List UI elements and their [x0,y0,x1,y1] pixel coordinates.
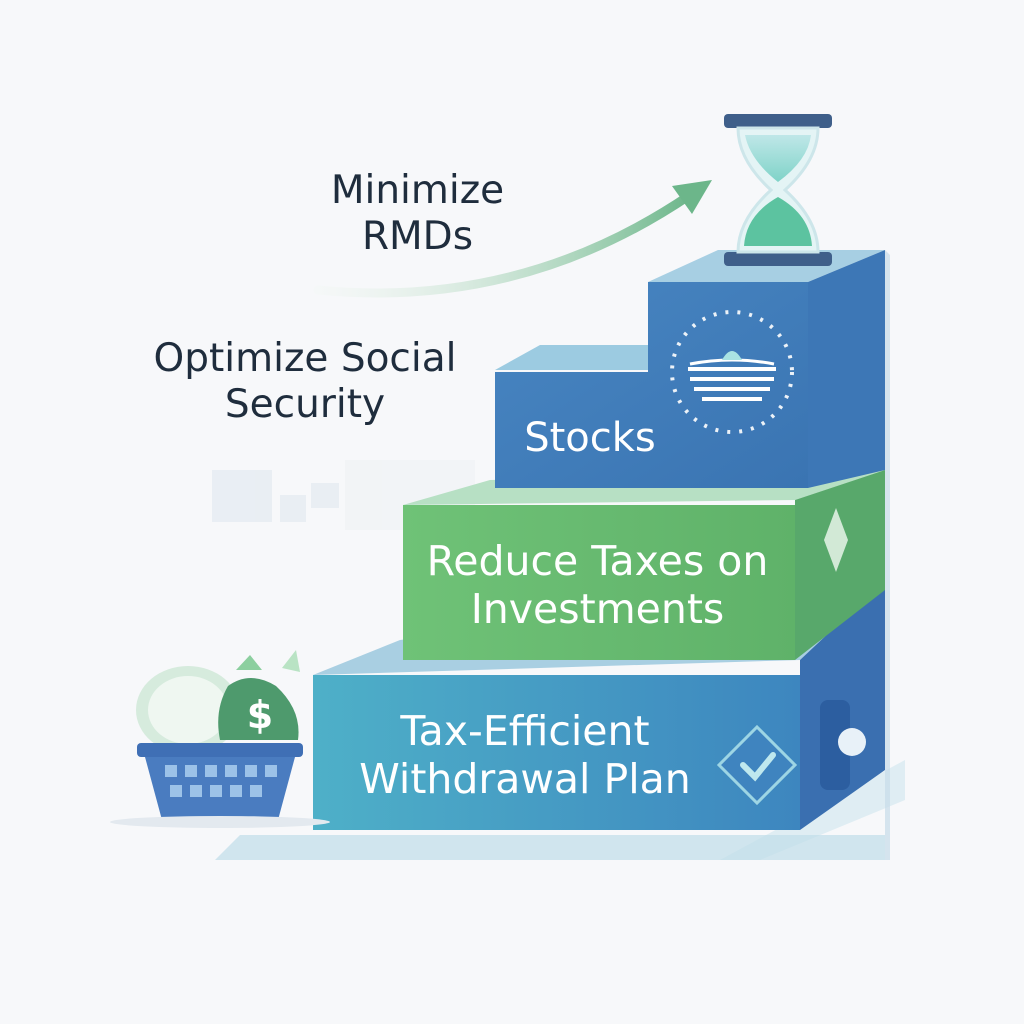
basket-icon [110,743,330,828]
hourglass-icon [724,114,832,266]
minimize-rmds-label: Minimize RMDs [330,168,505,260]
step-2-label: Reduce Taxes on Investments [426,537,769,634]
minimize-arrow-icon [313,180,712,298]
svg-text:$: $ [247,693,273,737]
check-diamond-icon [716,724,798,806]
wave-emblem-icon [670,310,794,434]
money-basket-icon: $ [110,650,330,828]
dollar-bag-icon: $ [218,650,300,740]
figure-icon [820,700,866,790]
step-3-label: Stocks [524,415,656,461]
floor-base [215,835,885,860]
marker-icon [824,508,848,572]
optimize-social-security-label: Optimize Social Security [153,336,457,428]
step-1-label: Tax-Efficient Withdrawal Plan [359,707,691,804]
